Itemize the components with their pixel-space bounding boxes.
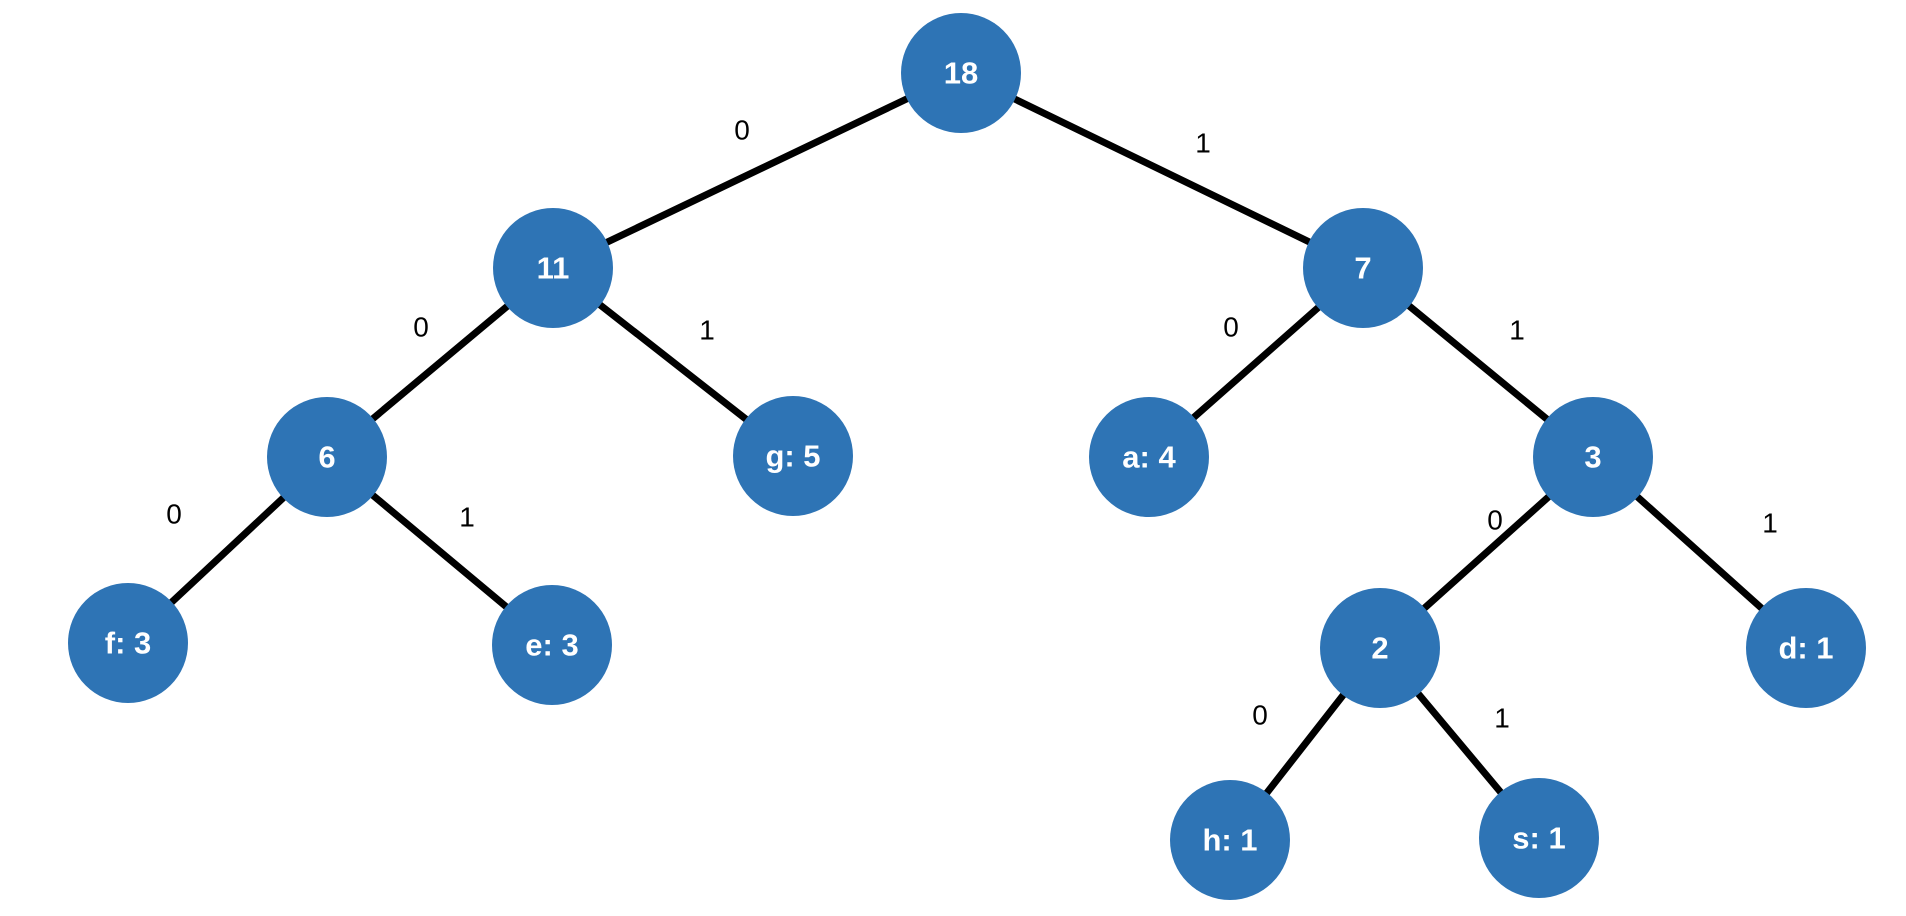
tree-node-n6: 6 — [267, 397, 387, 517]
edge-bit-label-n2-h1: 0 — [1252, 700, 1268, 731]
edge-bit-label-n7-a4: 0 — [1223, 312, 1239, 343]
edge-bit-label-n7-n3: 1 — [1509, 315, 1525, 346]
tree-node-circle-n18 — [901, 13, 1021, 133]
tree-node-label-n18: 18 — [944, 56, 978, 91]
edge-bit-label-n3-d1: 1 — [1762, 508, 1778, 539]
edge-bit-label-n3-n2: 0 — [1487, 505, 1503, 536]
tree-node-label-n3: 3 — [1584, 440, 1601, 475]
tree-node-n7: 7 — [1303, 208, 1423, 328]
tree-node-circle-h1 — [1170, 780, 1290, 900]
tree-node-label-n6: 6 — [318, 440, 335, 475]
edge-bit-label-n2-s1: 1 — [1494, 703, 1510, 734]
tree-node-n3: 3 — [1533, 397, 1653, 517]
tree-node-f3: f: 3 — [68, 583, 188, 703]
tree-node-circle-s1 — [1479, 778, 1599, 898]
tree-node-circle-e3 — [492, 585, 612, 705]
tree-node-n11: 11 — [493, 208, 613, 328]
edge-bit-label-n18-n11: 0 — [734, 115, 750, 146]
tree-node-label-f3: f: 3 — [105, 626, 152, 661]
edge-bit-label-n18-n7: 1 — [1195, 128, 1211, 159]
edge-bit-label-n11-n6: 0 — [413, 312, 429, 343]
tree-node-h1: h: 1 — [1170, 780, 1290, 900]
tree-node-label-h1: h: 1 — [1202, 823, 1257, 858]
tree-node-circle-n6 — [267, 397, 387, 517]
tree-node-circle-d1 — [1746, 588, 1866, 708]
tree-node-label-s1: s: 1 — [1512, 821, 1565, 856]
edge-bit-label-n11-g5: 1 — [699, 315, 715, 346]
tree-node-label-e3: e: 3 — [525, 628, 578, 663]
tree-node-label-n11: 11 — [537, 251, 570, 286]
tree-node-s1: s: 1 — [1479, 778, 1599, 898]
edge-bit-label-n6-e3: 1 — [459, 502, 475, 533]
tree-node-g5: g: 5 — [733, 396, 853, 516]
tree-node-circle-n3 — [1533, 397, 1653, 517]
tree-node-circle-n2 — [1320, 588, 1440, 708]
tree-edge-n18-n7 — [957, 69, 1367, 272]
tree-node-n2: 2 — [1320, 588, 1440, 708]
tree-node-circle-n11 — [493, 208, 613, 328]
tree-node-label-a4: a: 4 — [1122, 440, 1176, 475]
tree-node-circle-n7 — [1303, 208, 1423, 328]
tree-node-label-g5: g: 5 — [765, 439, 820, 474]
tree-edge-n18-n11 — [549, 69, 965, 272]
tree-node-e3: e: 3 — [492, 585, 612, 705]
tree-node-label-n7: 7 — [1354, 251, 1371, 286]
tree-node-a4: a: 4 — [1089, 397, 1209, 517]
tree-node-label-d1: d: 1 — [1778, 631, 1833, 666]
tree-node-d1: d: 1 — [1746, 588, 1866, 708]
tree-node-n18: 18 — [901, 13, 1021, 133]
tree-node-circle-a4 — [1089, 397, 1209, 517]
tree-node-circle-f3 — [68, 583, 188, 703]
tree-node-label-n2: 2 — [1371, 631, 1388, 666]
tree-node-circle-g5 — [733, 396, 853, 516]
edge-bit-label-n6-f3: 0 — [166, 499, 182, 530]
